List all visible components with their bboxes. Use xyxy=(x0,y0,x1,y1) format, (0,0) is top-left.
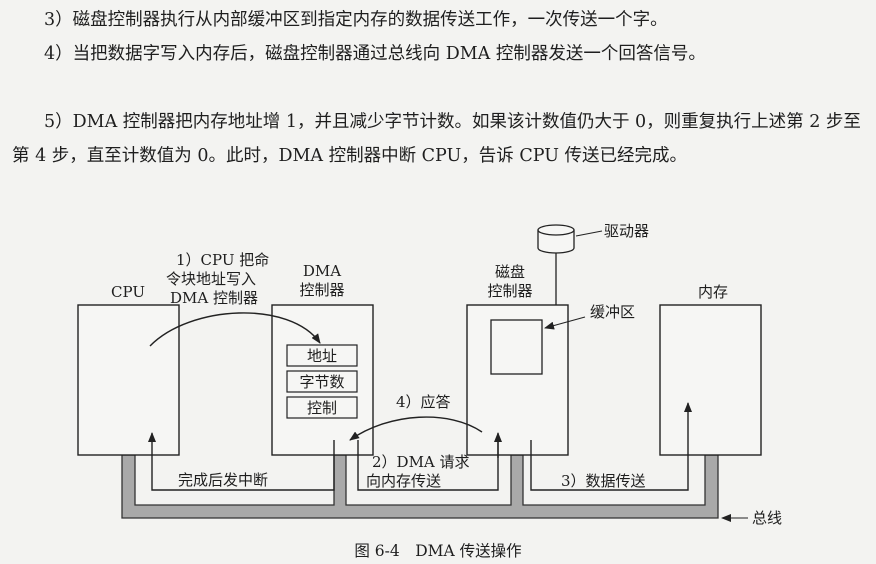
memory-label: 内存 xyxy=(698,283,728,301)
bus-label: 总线 xyxy=(752,509,782,527)
memory-box xyxy=(659,304,762,456)
register-byte-count xyxy=(286,370,358,393)
buffer-label: 缓冲区 xyxy=(590,303,635,321)
step3-label: 3）数据传送 xyxy=(561,472,646,490)
dma-label-line2: 控制器 xyxy=(299,281,344,299)
paragraph-step-5: 5）DMA 控制器把内存地址增 1，并且减少字节计数。如果该计数值仍大于 0，则… xyxy=(12,112,861,166)
disk-ctrl-label-line1: 磁盘 xyxy=(495,263,525,281)
step1-line1: 1）CPU 把命 xyxy=(176,251,269,269)
drive-icon xyxy=(537,224,575,254)
step1-line3: DMA 控制器 xyxy=(170,289,258,307)
register-address-label: 地址 xyxy=(307,347,337,365)
register-address xyxy=(286,344,358,367)
paragraph-step-3: 3）磁盘控制器执行从内部缓冲区到指定内存的数据传送工作，一次传送一个字。 xyxy=(44,10,668,30)
step1-line2: 令块地址写入 xyxy=(166,270,256,288)
interrupt-label: 完成后发中断 xyxy=(178,471,268,489)
paragraph-step-4: 4）当把数据字写入内存后，磁盘控制器通过总线向 DMA 控制器发送一个回答信号。 xyxy=(44,44,706,64)
step2-line1: 2）DMA 请求 xyxy=(372,453,470,471)
register-control-label: 控制 xyxy=(307,399,337,417)
disk-ctrl-label-line2: 控制器 xyxy=(487,282,532,300)
cpu-label: CPU xyxy=(111,283,145,301)
register-control xyxy=(286,396,358,419)
figure-caption: 图 6-4 DMA 传送操作 xyxy=(354,542,521,560)
dma-label-line1: DMA xyxy=(303,262,341,280)
drive-label: 驱动器 xyxy=(604,222,649,240)
register-byte-count-label: 字节数 xyxy=(299,373,344,391)
cpu-box xyxy=(77,304,180,456)
buffer-box xyxy=(490,319,543,375)
step4-label: 4）应答 xyxy=(396,393,451,411)
step2-line2: 向内存传送 xyxy=(366,472,441,490)
